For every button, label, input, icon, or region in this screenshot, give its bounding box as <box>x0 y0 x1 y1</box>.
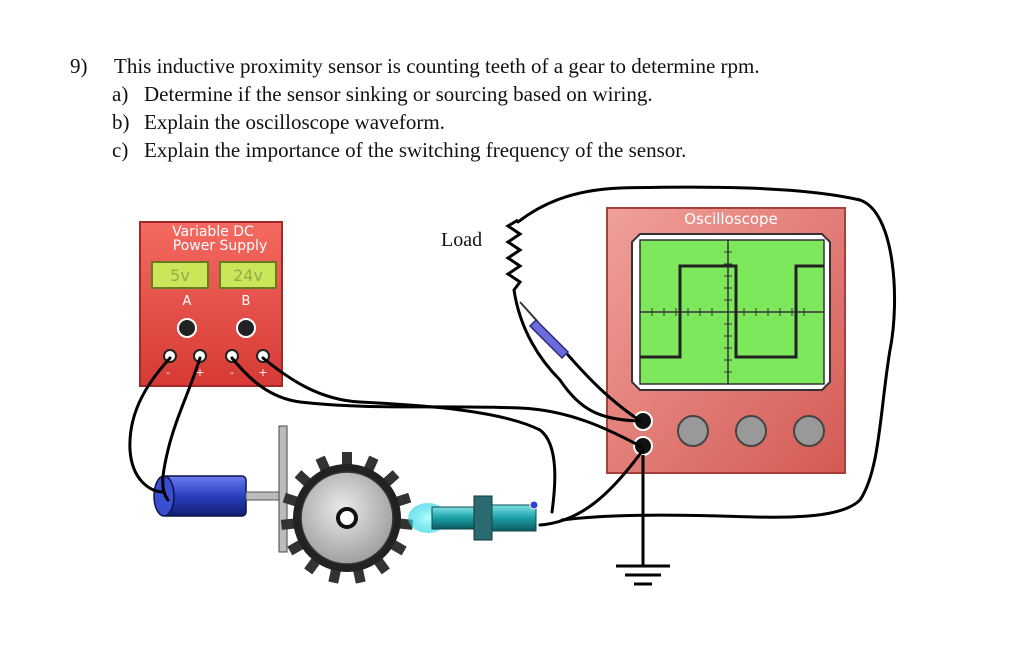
channel-a-label: A <box>183 294 192 309</box>
gear <box>278 425 414 584</box>
channel-b-label: B <box>242 294 251 309</box>
power-supply-subtitle: Power Supply <box>173 238 268 254</box>
question-number: 9) <box>70 54 88 78</box>
question-part-c: c) Explain the importance of the switchi… <box>70 136 970 164</box>
wire-load-loop <box>516 185 897 522</box>
scope-knob-2[interactable] <box>735 415 767 447</box>
display-b-value: 24v <box>233 266 263 285</box>
scope-knob-3[interactable] <box>793 415 825 447</box>
part-letter: c) <box>112 138 129 162</box>
wire-a-plus-motor <box>161 356 202 502</box>
terminal-plus-label: + <box>195 366 204 379</box>
load-label: Load <box>441 229 482 251</box>
motor-shaft <box>245 491 281 501</box>
part-letter: a) <box>112 82 129 106</box>
display-a-value: 5v <box>170 266 190 285</box>
wire-probe <box>566 353 638 420</box>
part-text: Determine if the sensor sinking or sourc… <box>144 82 653 106</box>
power-supply-title: Variable DC <box>172 224 254 240</box>
wiring <box>128 185 897 527</box>
scope-knob-1[interactable] <box>677 415 709 447</box>
question-block: 9) This inductive proximity sensor is co… <box>70 52 970 164</box>
wire-a-minus-motor <box>128 356 172 494</box>
ground-icon <box>616 455 670 586</box>
knob-a[interactable] <box>177 318 197 338</box>
knob-b[interactable] <box>236 318 256 338</box>
sensor-led-indicator <box>529 500 539 510</box>
scope-probe <box>519 301 570 360</box>
oscilloscope: Oscilloscope <box>606 207 846 474</box>
question-line: 9) This inductive proximity sensor is co… <box>70 52 970 80</box>
terminal-b-minus[interactable] <box>225 349 239 363</box>
motor <box>153 475 281 517</box>
load-resistor-icon <box>505 218 523 291</box>
gear-hub <box>336 507 358 529</box>
part-text: Explain the oscilloscope waveform. <box>144 110 445 134</box>
part-letter: b) <box>112 110 130 134</box>
question-part-a: a) Determine if the sensor sinking or so… <box>70 80 970 108</box>
power-supply: Variable DC Power Supply 5v 24v A B - + … <box>139 221 283 387</box>
gear-teeth <box>280 452 414 584</box>
terminal-plus-label: + <box>258 366 267 379</box>
display-a <box>151 261 209 289</box>
wire-b-minus-ground <box>230 356 642 448</box>
wire-b-plus-sensor <box>261 356 557 514</box>
wire-sensor-ground <box>538 448 645 527</box>
terminal-minus-label: - <box>230 366 234 379</box>
sensor-body-rear <box>491 504 537 532</box>
sensor-lock-nut <box>473 495 493 541</box>
terminal-minus-label: - <box>166 366 170 379</box>
oscilloscope-title: Oscilloscope <box>684 210 778 228</box>
scope-ticks <box>651 251 805 373</box>
terminal-a-minus[interactable] <box>163 349 177 363</box>
display-b <box>219 261 277 289</box>
question-part-b: b) Explain the oscilloscope waveform. <box>70 108 970 136</box>
sensor-body-front <box>431 506 477 530</box>
wire-load-scope-input <box>512 288 642 423</box>
part-text: Explain the importance of the switching … <box>144 138 687 162</box>
question-text: This inductive proximity sensor is count… <box>114 54 760 78</box>
gear-mount-plate <box>278 425 288 553</box>
scope-waveform <box>640 264 824 359</box>
proximity-sensor <box>408 495 539 541</box>
